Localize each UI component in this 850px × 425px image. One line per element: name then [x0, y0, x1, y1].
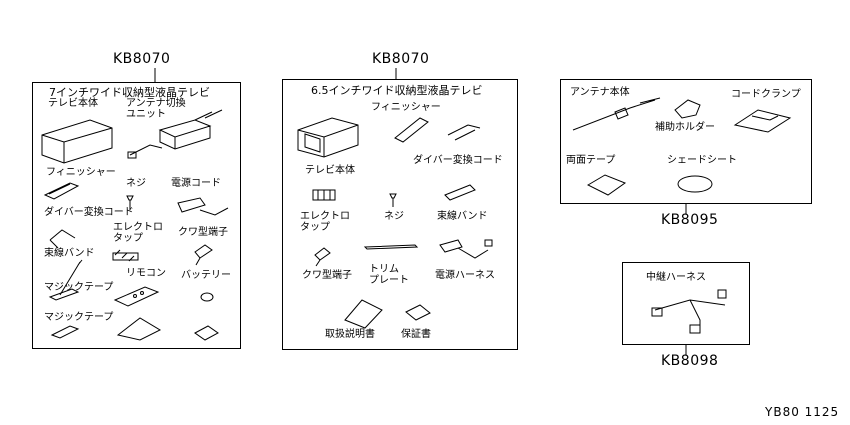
electro-tap-icon: [112, 249, 139, 262]
part-label-cable-tie: 束線バンド: [44, 248, 95, 259]
cord-clamp-icon: [733, 109, 792, 133]
remote-control-icon: [113, 286, 160, 307]
power-harness-icon: [439, 239, 493, 259]
part-label-screw-2: ネジ: [384, 211, 404, 222]
part-label-trim-plate: トリム プレート: [369, 264, 409, 286]
part-label-double-tape: 両面テープ: [566, 155, 616, 166]
tv-unit-icon: [41, 119, 113, 164]
part-label-electro-tap-2: エレクトロ タップ: [300, 211, 350, 233]
kit-code-kb8095: KB8095: [661, 212, 719, 228]
kit-title-7inch: 7インチワイド収納型液晶テレビ: [49, 86, 210, 99]
antenna-switch-unit-icon: [127, 109, 223, 159]
manual-icon: [116, 317, 162, 341]
diversity-cord-icon: [49, 229, 76, 249]
part-label-battery: バッテリー: [181, 270, 231, 281]
part-label-manual: 取扱説明書: [325, 329, 375, 340]
finisher-2-icon: [394, 117, 429, 143]
part-label-shade-sheet: シェードシート: [667, 155, 737, 166]
kit-code-kb8070-a: KB8070: [113, 51, 171, 67]
spade-terminal-2-icon: [314, 247, 331, 267]
part-label-velcro-tape-2: マジックテープ: [44, 312, 114, 323]
finisher-icon: [43, 182, 80, 200]
part-label-cord-clamp: コードクランプ: [731, 89, 801, 100]
part-label-screw: ネジ: [126, 178, 146, 189]
velcro-tape-2-icon: [50, 325, 80, 339]
part-label-remote: リモコン: [126, 268, 166, 279]
part-label-antenna-switch: アンテナ切換 ユニット: [126, 98, 186, 120]
part-label-spade-terminal-2: クワ型端子: [302, 270, 352, 281]
kit-code-kb8070-b: KB8070: [372, 51, 430, 67]
kit-box-7inch: 7インチワイド収納型液晶テレビ: [32, 82, 241, 349]
power-cord-icon: [177, 197, 229, 216]
kit-code-kb8098: KB8098: [661, 353, 719, 369]
part-label-spade-terminal: クワ型端子: [178, 227, 228, 238]
part-label-power-cord: 電源コード: [171, 178, 221, 189]
cable-tie-icon: [59, 259, 83, 296]
part-label-aux-holder: 補助ホルダー: [655, 122, 715, 133]
part-label-tv-unit-2: テレビ本体: [305, 165, 355, 176]
screw-icon: [126, 195, 134, 210]
kit-box-relay: [622, 262, 750, 345]
part-label-diversity-cord: ダイバー変換コード: [44, 207, 134, 218]
kit-box-6-5inch: 6.5インチワイド収納型液晶テレビ: [282, 79, 518, 350]
part-label-relay-harness: 中継ハーネス: [646, 272, 706, 283]
part-label-finisher: フィニッシャー: [46, 167, 116, 178]
cable-tie-2-icon: [444, 184, 476, 201]
part-label-antenna: アンテナ本体: [570, 87, 630, 98]
shade-sheet-icon: [677, 175, 713, 193]
part-label-tv-unit: テレビ本体: [48, 98, 98, 109]
velcro-tape-icon: [48, 288, 80, 301]
screw-2-icon: [389, 193, 397, 207]
part-label-diversity-cord-2: ダイバー変換コード: [413, 155, 503, 166]
part-label-warranty: 保証書: [401, 329, 431, 340]
part-label-velcro-tape: マジックテープ: [44, 282, 114, 293]
kit-title-6-5inch: 6.5インチワイド収納型液晶テレビ: [311, 84, 483, 97]
part-label-cable-tie-2: 束線バンド: [437, 211, 488, 222]
double-sided-tape-icon: [586, 174, 627, 196]
trim-plate-icon: [363, 244, 419, 250]
warranty-icon: [405, 304, 431, 321]
kit-box-antenna: [560, 79, 812, 204]
manual-2-icon: [344, 299, 383, 329]
battery-icon: [200, 292, 214, 302]
part-label-finisher-2: フィニッシャー: [371, 102, 441, 113]
antenna-icon: [572, 97, 661, 131]
part-label-electro-tap: エレクトロ タップ: [113, 222, 163, 244]
diversity-cord-2-icon: [447, 124, 481, 141]
part-label-power-harness: 電源ハーネス: [435, 270, 495, 281]
figure-id: YB80 1125: [765, 405, 840, 419]
tv-unit-2-icon: [297, 117, 359, 158]
electro-tap-2-icon: [312, 189, 336, 201]
spade-terminal-icon: [194, 244, 213, 266]
card-icon: [194, 325, 219, 341]
relay-harness-icon: [651, 289, 727, 334]
auxiliary-holder-icon: [674, 99, 701, 119]
